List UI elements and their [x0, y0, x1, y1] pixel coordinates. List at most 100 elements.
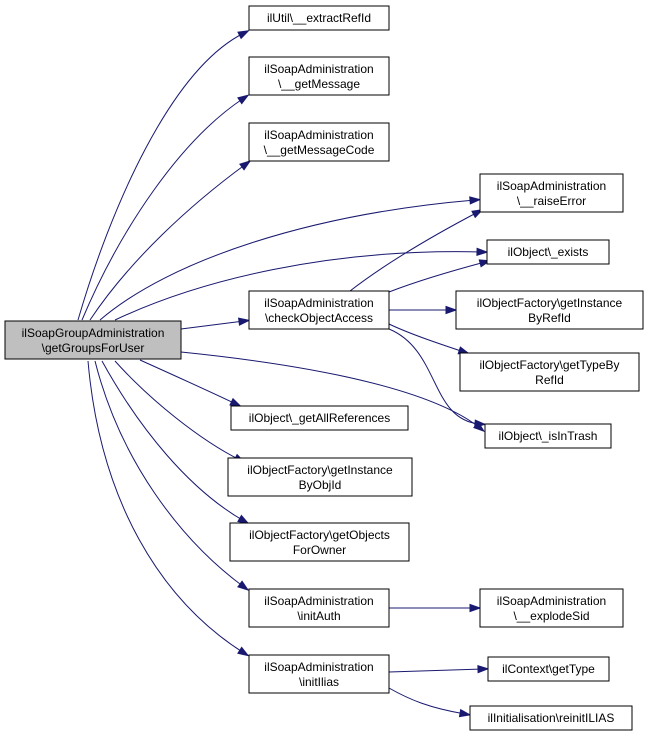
nodes-layer: ilSoapGroupAdministration\getGroupsForUs… — [4, 5, 644, 731]
node-label: ilObject\_isInTrash — [499, 429, 598, 443]
node-label: ilSoapGroupAdministration — [22, 326, 165, 340]
edge-checkObjectAccess-to-isInTrash — [388, 328, 487, 428]
edge-line — [388, 687, 466, 715]
node-label: \__explodeSid — [513, 609, 589, 623]
node-label: \initIlias — [299, 675, 339, 689]
node-box — [487, 656, 610, 682]
node-box — [486, 239, 610, 265]
edge-root-to-checkObjectAccess — [180, 317, 251, 330]
edge-arrowhead — [469, 196, 482, 205]
node-label: ilSoapAdministration — [264, 62, 373, 76]
node-label: ilSoapAdministration — [264, 128, 373, 142]
edge-checkObjectAccess-to-raiseError — [349, 208, 484, 292]
node-isInTrash[interactable]: ilObject\_isInTrash — [484, 423, 612, 449]
edge-arrowhead — [237, 94, 250, 105]
node-label: ilObject\_getAllReferences — [249, 411, 390, 425]
edge-arrowhead — [469, 603, 482, 613]
edge-root-to-getInstanceByObjId — [114, 360, 246, 463]
node-box — [455, 290, 644, 330]
node-getAllReferences[interactable]: ilObject\_getAllReferences — [230, 405, 409, 431]
node-box — [479, 588, 624, 628]
node-box — [479, 173, 624, 213]
node-label: ilObjectFactory\getTypeBy — [479, 358, 619, 372]
node-box — [248, 654, 390, 694]
node-getType[interactable]: ilContext\getType — [487, 656, 610, 682]
edge-checkObjectAccess-to-exists — [388, 259, 492, 293]
node-box — [4, 320, 182, 360]
node-label: ByRefId — [528, 311, 571, 325]
node-label: ilSoapAdministration — [264, 594, 373, 608]
node-exists[interactable]: ilObject\_exists — [486, 239, 610, 265]
node-getMessageCode[interactable]: ilSoapAdministration\__getMessageCode — [248, 122, 390, 162]
edge-initIlias-to-getType — [388, 664, 490, 674]
edge-arrowhead — [476, 247, 489, 257]
node-box — [248, 122, 390, 162]
node-label: ilContext\getType — [502, 662, 595, 676]
node-raiseError[interactable]: ilSoapAdministration\__raiseError — [479, 173, 624, 213]
edge-line — [89, 163, 247, 321]
edge-initAuth-to-explodeSid — [389, 603, 482, 613]
node-explodeSid[interactable]: ilSoapAdministration\__explodeSid — [479, 588, 624, 628]
edge-initIlias-to-reinitILIAS — [388, 687, 472, 718]
edge-arrowhead — [445, 305, 458, 315]
edge-line — [388, 328, 481, 425]
edge-arrowhead — [229, 397, 242, 407]
node-box — [469, 705, 633, 731]
node-label: ForOwner — [293, 543, 346, 557]
node-initIlias[interactable]: ilSoapAdministration\initIlias — [248, 654, 390, 694]
node-root[interactable]: ilSoapGroupAdministration\getGroupsForUs… — [4, 320, 182, 360]
edge-line — [180, 320, 245, 330]
edge-root-to-extractRefId — [77, 30, 250, 321]
node-label: ilObject\_exists — [508, 245, 589, 259]
edge-root-to-getAllReferences — [139, 359, 242, 407]
node-label: \initAuth — [297, 609, 340, 623]
edge-line — [114, 251, 483, 321]
edge-root-to-getMessage — [81, 94, 250, 321]
edge-arrowhead — [238, 317, 251, 326]
node-box — [484, 423, 612, 449]
edge-root-to-getMessageCode — [89, 160, 252, 321]
node-label: ilInitialisation\reinitILIAS — [488, 711, 615, 725]
node-getMessage[interactable]: ilSoapAdministration\__getMessage — [248, 56, 390, 96]
node-box — [230, 405, 409, 431]
edge-root-to-initIlias — [87, 360, 250, 657]
edge-line — [77, 32, 245, 321]
edges-layer — [77, 30, 492, 718]
edge-arrowhead — [237, 514, 250, 525]
node-checkObjectAccess[interactable]: ilSoapAdministration\checkObjectAccess — [248, 290, 390, 330]
node-label: ilSoapAdministration — [264, 660, 373, 674]
node-label: ilUtil\__extractRefId — [267, 11, 371, 25]
edge-root-to-initAuth — [94, 360, 250, 591]
node-box — [248, 588, 390, 628]
edge-arrowhead — [477, 664, 490, 674]
edge-checkObjectAccess-to-getInstanceByRefId — [389, 305, 458, 315]
node-label: \__getMessageCode — [264, 143, 375, 157]
node-label: ilObjectFactory\getInstance — [247, 463, 393, 477]
node-initAuth[interactable]: ilSoapAdministration\initAuth — [248, 588, 390, 628]
node-box — [248, 290, 390, 330]
edge-line — [87, 360, 245, 654]
edge-root-to-exists — [114, 247, 489, 321]
edge-arrowhead — [237, 646, 250, 657]
node-box — [248, 5, 390, 31]
node-box — [248, 56, 390, 96]
node-label: ilSoapAdministration — [497, 179, 606, 193]
node-label: \getGroupsForUser — [42, 341, 145, 355]
node-reinitILIAS[interactable]: ilInitialisation\reinitILIAS — [469, 705, 633, 731]
edge-line — [99, 199, 476, 321]
edge-line — [81, 97, 245, 321]
node-label: \checkObjectAccess — [265, 311, 373, 325]
edge-arrowhead — [239, 160, 252, 171]
edge-arrowhead — [237, 30, 250, 40]
edge-root-to-raiseError — [99, 196, 482, 321]
edge-arrowhead — [237, 580, 250, 591]
node-label: ilObjectFactory\getInstance — [477, 296, 623, 310]
node-extractRefId[interactable]: ilUtil\__extractRefId — [248, 5, 390, 31]
edge-line — [114, 360, 241, 461]
edge-line — [349, 211, 479, 292]
